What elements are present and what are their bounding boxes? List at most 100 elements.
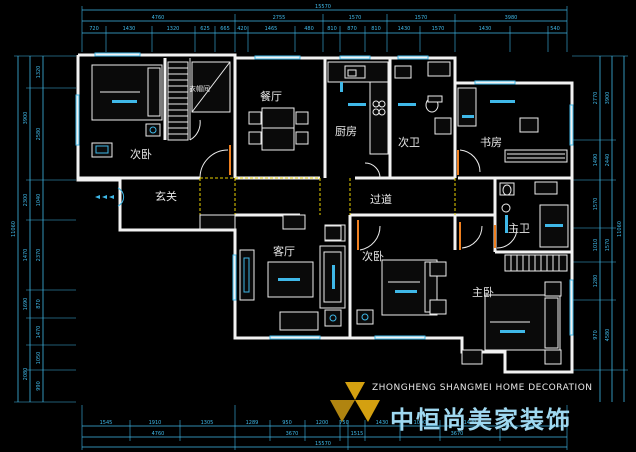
dim-right-row1-item: 970 bbox=[593, 330, 599, 340]
logo-english-text: ZHONGHENG SHANGMEI HOME DECORATION bbox=[372, 383, 593, 393]
living-room-furniture bbox=[239, 214, 346, 331]
master-bath-fixtures bbox=[499, 181, 569, 248]
dim-bottom-row1-item: 950 bbox=[282, 420, 292, 426]
dim-top-row1-item: 420 bbox=[237, 26, 247, 32]
dim-left-row1-item: 2370 bbox=[36, 249, 42, 262]
dim-bottom-row2-item: 3670 bbox=[451, 431, 464, 437]
dim-top-row1-item: 1570 bbox=[432, 26, 445, 32]
dim-top-row1-item: 870 bbox=[347, 26, 357, 32]
dim-bottom-row1-item: 1305 bbox=[201, 420, 214, 426]
dim-top-row1-item: 540 bbox=[550, 26, 560, 32]
kitchen-counter bbox=[327, 61, 389, 155]
wardrobe bbox=[167, 61, 231, 141]
study-desk bbox=[457, 87, 568, 163]
dim-top-row2-item: 1570 bbox=[415, 15, 428, 21]
dim-left-row1-item: 870 bbox=[36, 299, 42, 309]
dim-right-row1-item: 1010 bbox=[593, 239, 599, 252]
room-label-master-bedroom: 主卧 bbox=[472, 286, 494, 299]
room-label-bedroom-nw: 次卧 bbox=[130, 147, 152, 161]
dim-left-row2-item: 3900 bbox=[23, 112, 29, 125]
dining-table bbox=[248, 107, 309, 151]
logo-chinese-text: 中恒尚美家装饰 bbox=[390, 406, 572, 434]
room-label-corridor: 过道 bbox=[370, 192, 392, 206]
opening-lines bbox=[199, 177, 456, 215]
shoe-cabinet bbox=[199, 214, 236, 230]
bed-nw bbox=[91, 64, 163, 137]
dim-bottom-row1-item: 1910 bbox=[149, 420, 162, 426]
room-label-living: 客厅 bbox=[273, 244, 295, 258]
dim-bottom-row1-item: 1430 bbox=[376, 420, 389, 426]
dim-bottom-row1-item: 750 bbox=[339, 420, 349, 426]
bed-mid bbox=[356, 259, 447, 325]
room-label-bath2: 次卫 bbox=[398, 135, 420, 149]
dim-right-row1-item: 1280 bbox=[593, 275, 599, 288]
logo-diamond-right bbox=[355, 400, 380, 422]
dim-top-row2-item: 2755 bbox=[273, 15, 286, 21]
room-label-dining: 餐厅 bbox=[260, 89, 282, 103]
door-frames bbox=[229, 145, 496, 250]
room-label-bedroom-mid: 次卧 bbox=[362, 249, 384, 263]
dim-top-row1-item: 1430 bbox=[123, 26, 136, 32]
room-label-master-bath: 主卫 bbox=[508, 222, 530, 235]
dim-top-total: 15570 bbox=[315, 4, 331, 10]
dim-right-row1-item: 1570 bbox=[593, 198, 599, 211]
dim-top-row1-item: 810 bbox=[371, 26, 381, 32]
dim-top-row1-item: 1430 bbox=[398, 26, 411, 32]
door-swings bbox=[189, 119, 518, 251]
walls bbox=[76, 53, 574, 374]
room-label-study: 书房 bbox=[480, 136, 502, 149]
dim-left-row1-item: 1320 bbox=[36, 66, 42, 79]
dim-left-row2-item: 2080 bbox=[23, 368, 29, 381]
room-label-kitchen: 厨房 bbox=[335, 125, 357, 138]
dim-bottom-row1-item: 1545 bbox=[100, 420, 113, 426]
logo-diamond-top bbox=[345, 382, 365, 400]
dim-left-row1-item: 1470 bbox=[36, 326, 42, 339]
dim-right-row1-item: 1490 bbox=[593, 154, 599, 167]
dim-left-row2-item: 1470 bbox=[23, 249, 29, 262]
dim-bottom-row2-item: 3670 bbox=[286, 431, 299, 437]
dim-top-row1-item: 625 bbox=[200, 26, 210, 32]
dim-left-row2-item: 2300 bbox=[23, 194, 29, 207]
dim-top-row1-item: 1320 bbox=[167, 26, 180, 32]
dim-top-row1-item: 810 bbox=[327, 26, 337, 32]
desk-nw bbox=[91, 142, 113, 158]
dim-bottom-total: 15570 bbox=[315, 441, 331, 447]
dim-left-row1-item: 2580 bbox=[36, 128, 42, 141]
dim-right-row2-item: 4580 bbox=[605, 329, 611, 342]
dim-left-row2-item: 1690 bbox=[23, 298, 29, 311]
dim-top-row1-item: 720 bbox=[89, 26, 99, 32]
dim-right-row2-item: 3900 bbox=[605, 92, 611, 105]
dim-bottom-row1-item: 1430 bbox=[464, 420, 477, 426]
company-logo: ZHONGHENG SHANGMEI HOME DECORATION 中恒尚美家… bbox=[330, 382, 593, 434]
dim-top-row1-item: 1465 bbox=[265, 26, 278, 32]
dim-right-row1-item: 2770 bbox=[593, 92, 599, 105]
dim-bottom-row2-item: 1515 bbox=[351, 431, 364, 437]
dim-bottom-row1-item: 1289 bbox=[246, 420, 259, 426]
room-label-wardrobe: 衣帽间 bbox=[189, 84, 210, 93]
dim-left-row1-item: 1050 bbox=[36, 352, 42, 365]
dim-right-row2-item: 2440 bbox=[605, 154, 611, 167]
dim-right-row2-item: 1570 bbox=[605, 239, 611, 252]
entrance-arrows bbox=[95, 187, 125, 207]
dim-left-total: 11060 bbox=[11, 221, 17, 237]
dim-top-row1-item: 480 bbox=[304, 26, 314, 32]
dim-top-row2-item: 3980 bbox=[505, 15, 518, 21]
dim-top-row2-item: 4760 bbox=[152, 15, 165, 21]
dim-top-row1-item: 1430 bbox=[479, 26, 492, 32]
room-label-foyer: 玄关 bbox=[155, 189, 177, 203]
windows bbox=[75, 52, 574, 340]
dimension-lines bbox=[14, 6, 628, 450]
dim-top-row2-item: 1570 bbox=[349, 15, 362, 21]
dim-bottom-row1-item: 1200 bbox=[316, 420, 329, 426]
dim-bottom-row1-item: 1000 bbox=[414, 420, 427, 426]
dim-left-row1-item: 990 bbox=[36, 381, 42, 391]
dim-right-total: 11060 bbox=[617, 221, 623, 237]
dim-bottom-row2-item: 4760 bbox=[152, 431, 165, 437]
master-wardrobe bbox=[504, 254, 568, 272]
logo-diamond-left bbox=[330, 400, 355, 422]
bed-master bbox=[461, 281, 562, 365]
dim-top-row1-item: 665 bbox=[220, 26, 230, 32]
dim-left-row1-item: 1040 bbox=[36, 194, 42, 207]
bath2-fixtures bbox=[394, 61, 452, 135]
